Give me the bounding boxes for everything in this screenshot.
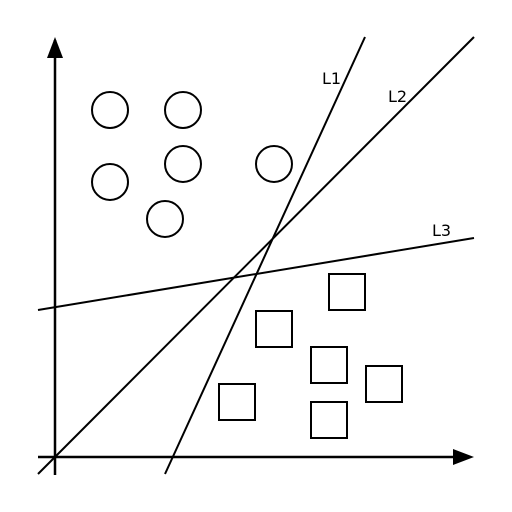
square-marker	[365, 365, 403, 403]
line-label-l3: L3	[432, 221, 451, 240]
line-l1	[164, 36, 366, 475]
x-axis-arrowhead	[453, 449, 474, 465]
line-label-l2: L2	[388, 87, 407, 106]
circle-marker	[91, 163, 129, 201]
y-axis-arrowhead	[47, 37, 63, 58]
line-l3	[37, 237, 475, 311]
circle-marker	[146, 200, 184, 238]
circle-marker	[164, 91, 202, 129]
circle-group	[91, 91, 293, 238]
circle-marker	[164, 145, 202, 183]
square-marker	[328, 273, 366, 311]
line-l2	[37, 36, 475, 475]
square-marker	[310, 346, 348, 384]
square-marker	[218, 383, 256, 421]
circle-marker	[91, 91, 129, 129]
square-marker	[255, 310, 293, 348]
circle-marker	[255, 145, 293, 183]
square-marker	[310, 401, 348, 439]
square-group	[218, 273, 403, 439]
line-label-l1: L1	[322, 69, 341, 88]
